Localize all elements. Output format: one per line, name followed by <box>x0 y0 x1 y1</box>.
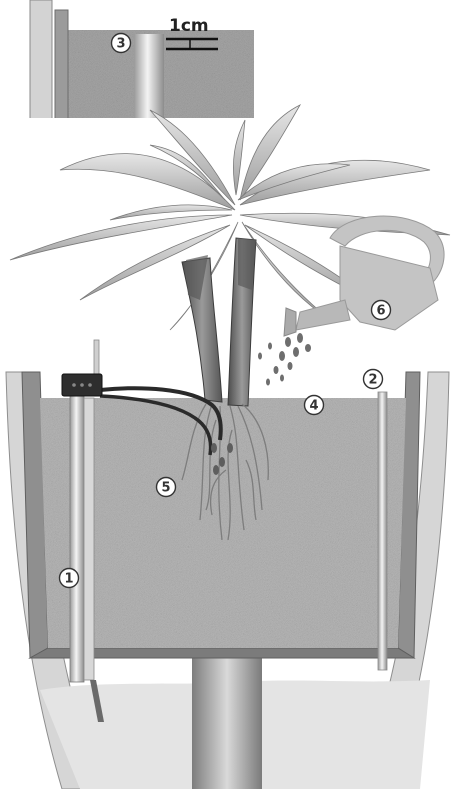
callout-1: 1 <box>60 569 79 588</box>
scale-label: 1cm <box>169 16 209 36</box>
watering-can-icon <box>284 216 444 336</box>
callout-3: 3 <box>112 34 131 53</box>
riser-tube-icon <box>378 392 387 670</box>
svg-text:2: 2 <box>368 373 377 388</box>
svg-text:1: 1 <box>64 572 73 587</box>
inset-riser-tube <box>134 34 164 120</box>
svg-text:4: 4 <box>309 399 318 414</box>
water-droplets <box>258 333 311 386</box>
callout-6: 6 <box>372 301 391 320</box>
svg-text:5: 5 <box>161 481 170 496</box>
callout-2: 2 <box>364 370 383 389</box>
svg-text:6: 6 <box>376 304 385 319</box>
callout-4: 4 <box>305 396 324 415</box>
callout-5: 5 <box>157 478 176 497</box>
support-pole <box>192 655 262 789</box>
substrate <box>40 398 406 648</box>
inset-detail <box>30 0 254 120</box>
inset-outer-wall <box>30 0 52 120</box>
svg-text:3: 3 <box>116 37 125 52</box>
inset-inner-wall <box>55 10 68 120</box>
